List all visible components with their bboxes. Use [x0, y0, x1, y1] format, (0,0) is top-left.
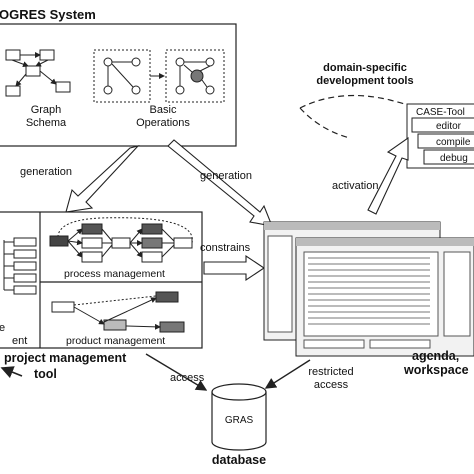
product-management-label: product management: [66, 335, 166, 347]
generation-left-label: generation: [20, 166, 72, 178]
basic-operations-diagram: [93, 49, 225, 103]
generation-arrows: [65, 139, 273, 227]
tool-debug: debug: [440, 153, 468, 164]
gras-label: GRAS: [224, 415, 254, 426]
progres-system-box: [0, 23, 237, 147]
product-network: [51, 291, 185, 333]
pm-tool-title-line2: tool: [34, 367, 57, 381]
left-fragment-1: e: [0, 322, 6, 334]
graph-schema-diagram: [5, 49, 71, 97]
progres-system-title: OGRES System: [0, 7, 96, 22]
tool-stack: [406, 103, 474, 169]
left-fragment-2: ent: [12, 335, 28, 347]
tool-compile: compile: [436, 137, 471, 148]
left-bidirectional-arrow: [0, 366, 23, 379]
graph-schema-label: Graph Schema: [20, 104, 72, 130]
domain-tools-title: domain-specific development tools: [300, 62, 430, 88]
access-arrow: [145, 353, 208, 391]
generation-right-label: generation: [200, 170, 252, 182]
process-management-label: process management: [64, 268, 165, 280]
database-caption: database: [211, 453, 267, 467]
agenda-workspace-screens: [263, 221, 474, 357]
restricted-access-arrow: [264, 359, 311, 389]
basic-operations-label: Basic Operations: [128, 104, 198, 130]
basic-operations-line2: Operations: [136, 117, 190, 129]
access-label: access: [170, 372, 205, 384]
graph-schema-line1: Graph: [30, 104, 62, 116]
agenda-line1: agenda,: [412, 349, 460, 363]
restricted-access-label: restricted access: [296, 366, 366, 392]
agenda-line2: workspace: [404, 363, 469, 377]
graph-schema-line2: Schema: [25, 117, 67, 129]
restricted-line2: access: [313, 379, 349, 391]
pm-tool-title-line1: project management: [4, 351, 127, 365]
constrains-arrow: [203, 254, 265, 282]
constrains-label: constrains: [200, 242, 251, 254]
tool-case: CASE-Tool: [416, 107, 465, 118]
basic-operations-line1: Basic: [149, 104, 177, 116]
project-management-box: [0, 211, 203, 349]
activation-label: activation: [332, 180, 379, 192]
activation-arrow: [367, 136, 409, 215]
domain-tools-title-line2: development tools: [316, 75, 414, 87]
restricted-line1: restricted: [308, 366, 354, 378]
domain-tools-title-line1: domain-specific: [323, 62, 407, 74]
database-cylinder: [211, 383, 267, 451]
process-network: [49, 217, 193, 263]
tool-editor: editor: [436, 121, 462, 132]
